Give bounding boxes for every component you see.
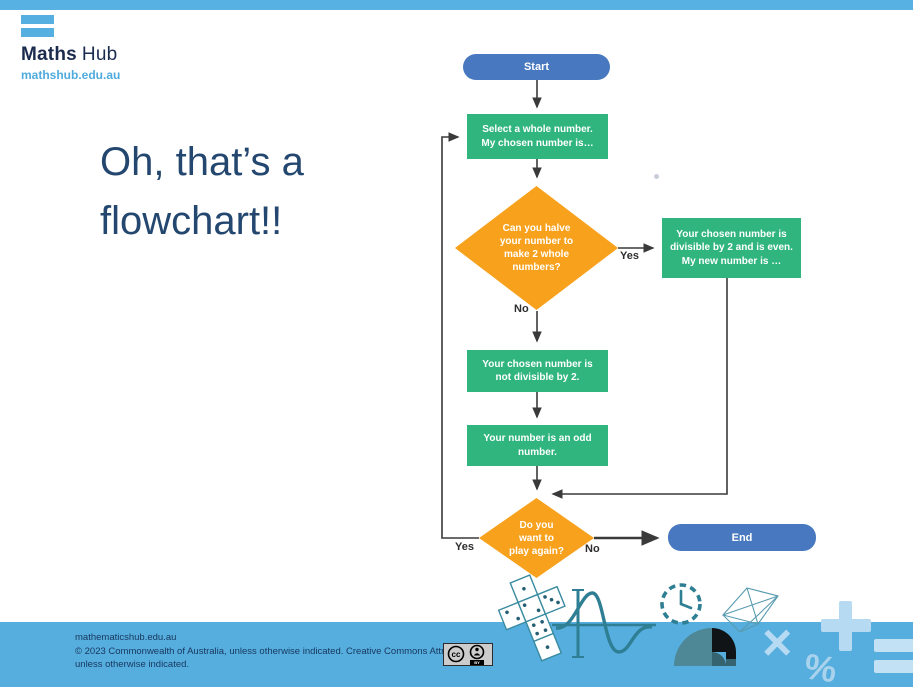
flow-select-number-node: Select a whole number. My chosen number … (467, 114, 608, 159)
clock-icon (660, 583, 702, 625)
footer-site-url: mathematicshub.edu.au (75, 632, 177, 643)
cc-letters: cc (452, 650, 461, 659)
brand-maths: Maths (21, 44, 77, 65)
flow-halve-decision-node: Can you halve your number to make 2 whol… (455, 186, 618, 310)
footer-band: mathematicshub.edu.au © 2023 Commonwealt… (0, 622, 913, 687)
flow-play-again-decision-node: Do you want to play again? (479, 498, 594, 578)
branch-label-no-2: No (585, 543, 600, 555)
cc-by-badge[interactable]: cc BY (443, 643, 493, 666)
branch-label-yes-2: Yes (455, 541, 474, 553)
slide-title: Oh, that’s a flowchart!! (100, 140, 304, 243)
flow-odd-number-node: Your number is an odd number. (467, 425, 608, 466)
logo-bars-icon (21, 15, 120, 37)
brand-hub: Hub (81, 44, 118, 65)
flow-end-node: End (668, 524, 816, 551)
top-accent-bar (0, 0, 913, 10)
flow-not-divisible-node: Your chosen number is not divisible by 2… (467, 350, 608, 392)
flow-even-result-node: Your chosen number is divisible by 2 and… (662, 218, 801, 278)
flow-start-node: Start (463, 54, 610, 80)
branch-label-no-1: No (514, 303, 529, 315)
brand-url: mathshub.edu.au (21, 68, 121, 82)
connector-q2-yes-loop (441, 132, 479, 539)
cc-by-label: BY (474, 660, 480, 665)
footer-copyright: © 2023 Commonwealth of Australia, unless… (75, 645, 491, 671)
person-icon (469, 644, 485, 660)
cc-icon (447, 645, 465, 663)
stray-dot (654, 174, 659, 179)
footer-text: mathematicshub.edu.au © 2023 Commonwealt… (75, 631, 491, 672)
branch-label-yes-1: Yes (620, 250, 639, 262)
